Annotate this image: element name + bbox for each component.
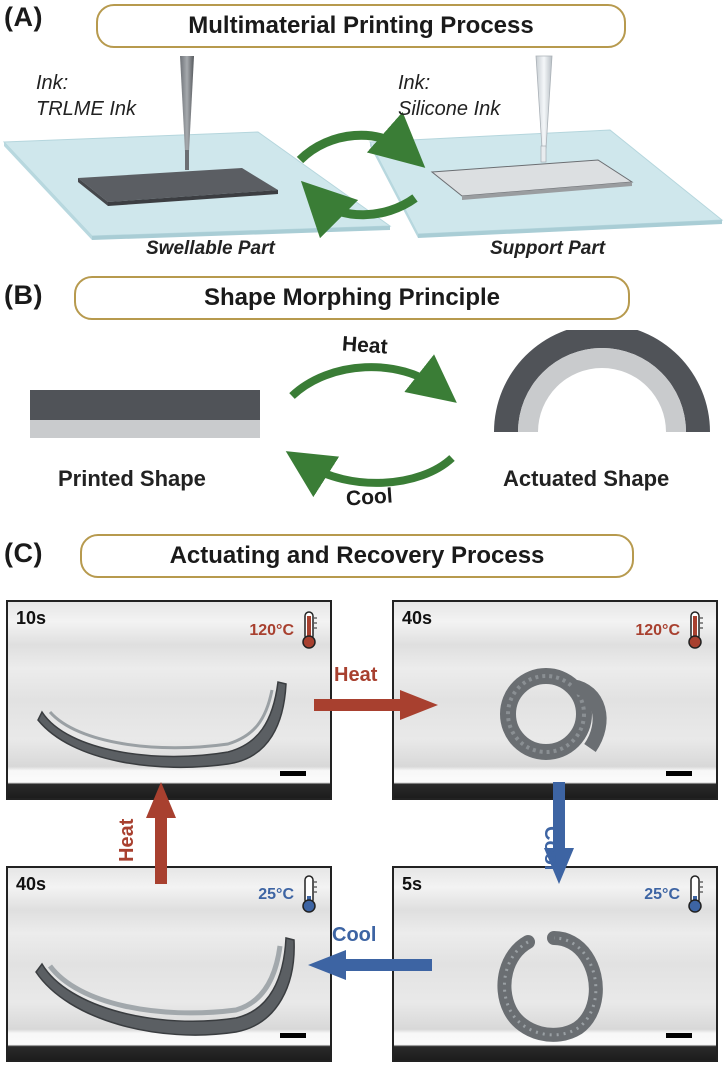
cool-arrow-left	[308, 950, 432, 980]
sample-open-ring	[497, 931, 603, 1042]
cycle-arrow-bottom	[300, 180, 418, 239]
photo-40s-120c: 40s 120°C	[392, 600, 718, 800]
left-ink-label: Ink: TRLME Ink	[36, 72, 137, 120]
cool-label-left: Cool	[332, 924, 377, 946]
actuated-shape-label: Actuated Shape	[503, 466, 670, 491]
photo-5s-25c: 5s 25°C	[392, 866, 718, 1062]
photo-temp: 25°C	[644, 886, 680, 903]
printed-shape-label: Printed Shape	[58, 466, 206, 491]
thermometer-hot-icon	[688, 611, 703, 649]
cycle-arrow-top	[296, 111, 426, 168]
cool-label: Cool	[345, 484, 394, 511]
thermometer-hot-icon	[302, 611, 317, 649]
photo-40s-25c: 40s 25°C	[6, 866, 332, 1062]
swellable-part-label: Swellable Part	[146, 238, 275, 259]
cool-arrow-down	[544, 782, 574, 884]
photo-temp: 120°C	[249, 622, 294, 639]
photo-time: 5s	[402, 874, 423, 894]
sample-rolled-ring	[500, 668, 607, 760]
cool-arrow	[285, 451, 455, 498]
panel-a-label: (A)	[4, 2, 43, 32]
photo-time: 40s	[16, 874, 47, 894]
heat-arrow-right	[314, 690, 438, 720]
thermometer-cold-icon	[302, 875, 317, 913]
heat-label: Heat	[341, 332, 389, 359]
sample-recovered-strip	[35, 937, 295, 1036]
sample-curved-strip	[37, 681, 287, 769]
panel-a-title: Multimaterial Printing Process	[96, 4, 626, 48]
photo-10s-120c: 10s 120°C	[6, 600, 332, 800]
photo-temp: 120°C	[635, 622, 680, 639]
panel-b-title: Shape Morphing Principle	[74, 276, 630, 320]
swellable-slab	[78, 168, 278, 206]
photo-time: 10s	[16, 608, 47, 628]
actuated-shape	[494, 330, 710, 432]
heat-label-up: Heat	[116, 818, 138, 862]
scale-bar	[666, 1033, 692, 1038]
panel-c-title: Actuating and Recovery Process	[80, 534, 634, 578]
photo-temp: 25°C	[258, 886, 294, 903]
photo-time: 40s	[402, 608, 433, 628]
cool-label-down: Cool	[540, 826, 562, 871]
right-nozzle-icon	[535, 55, 553, 163]
panel-b-label: (B)	[4, 280, 43, 310]
support-slab	[430, 159, 634, 200]
panel-c-label: (C)	[4, 538, 43, 568]
printing-process-illustration	[2, 55, 724, 240]
scale-bar	[280, 771, 306, 776]
support-part-label: Support Part	[490, 238, 606, 259]
shape-morphing-illustration	[30, 330, 710, 498]
heat-label-right: Heat	[334, 664, 378, 686]
right-ink-label: Ink: Silicone Ink	[398, 72, 501, 120]
heat-arrow	[289, 354, 457, 403]
thermometer-cold-icon	[688, 875, 703, 913]
heat-arrow-up	[146, 782, 176, 884]
left-nozzle-icon	[180, 56, 194, 170]
scale-bar	[666, 771, 692, 776]
printed-shape	[30, 390, 260, 438]
scale-bar	[280, 1033, 306, 1038]
